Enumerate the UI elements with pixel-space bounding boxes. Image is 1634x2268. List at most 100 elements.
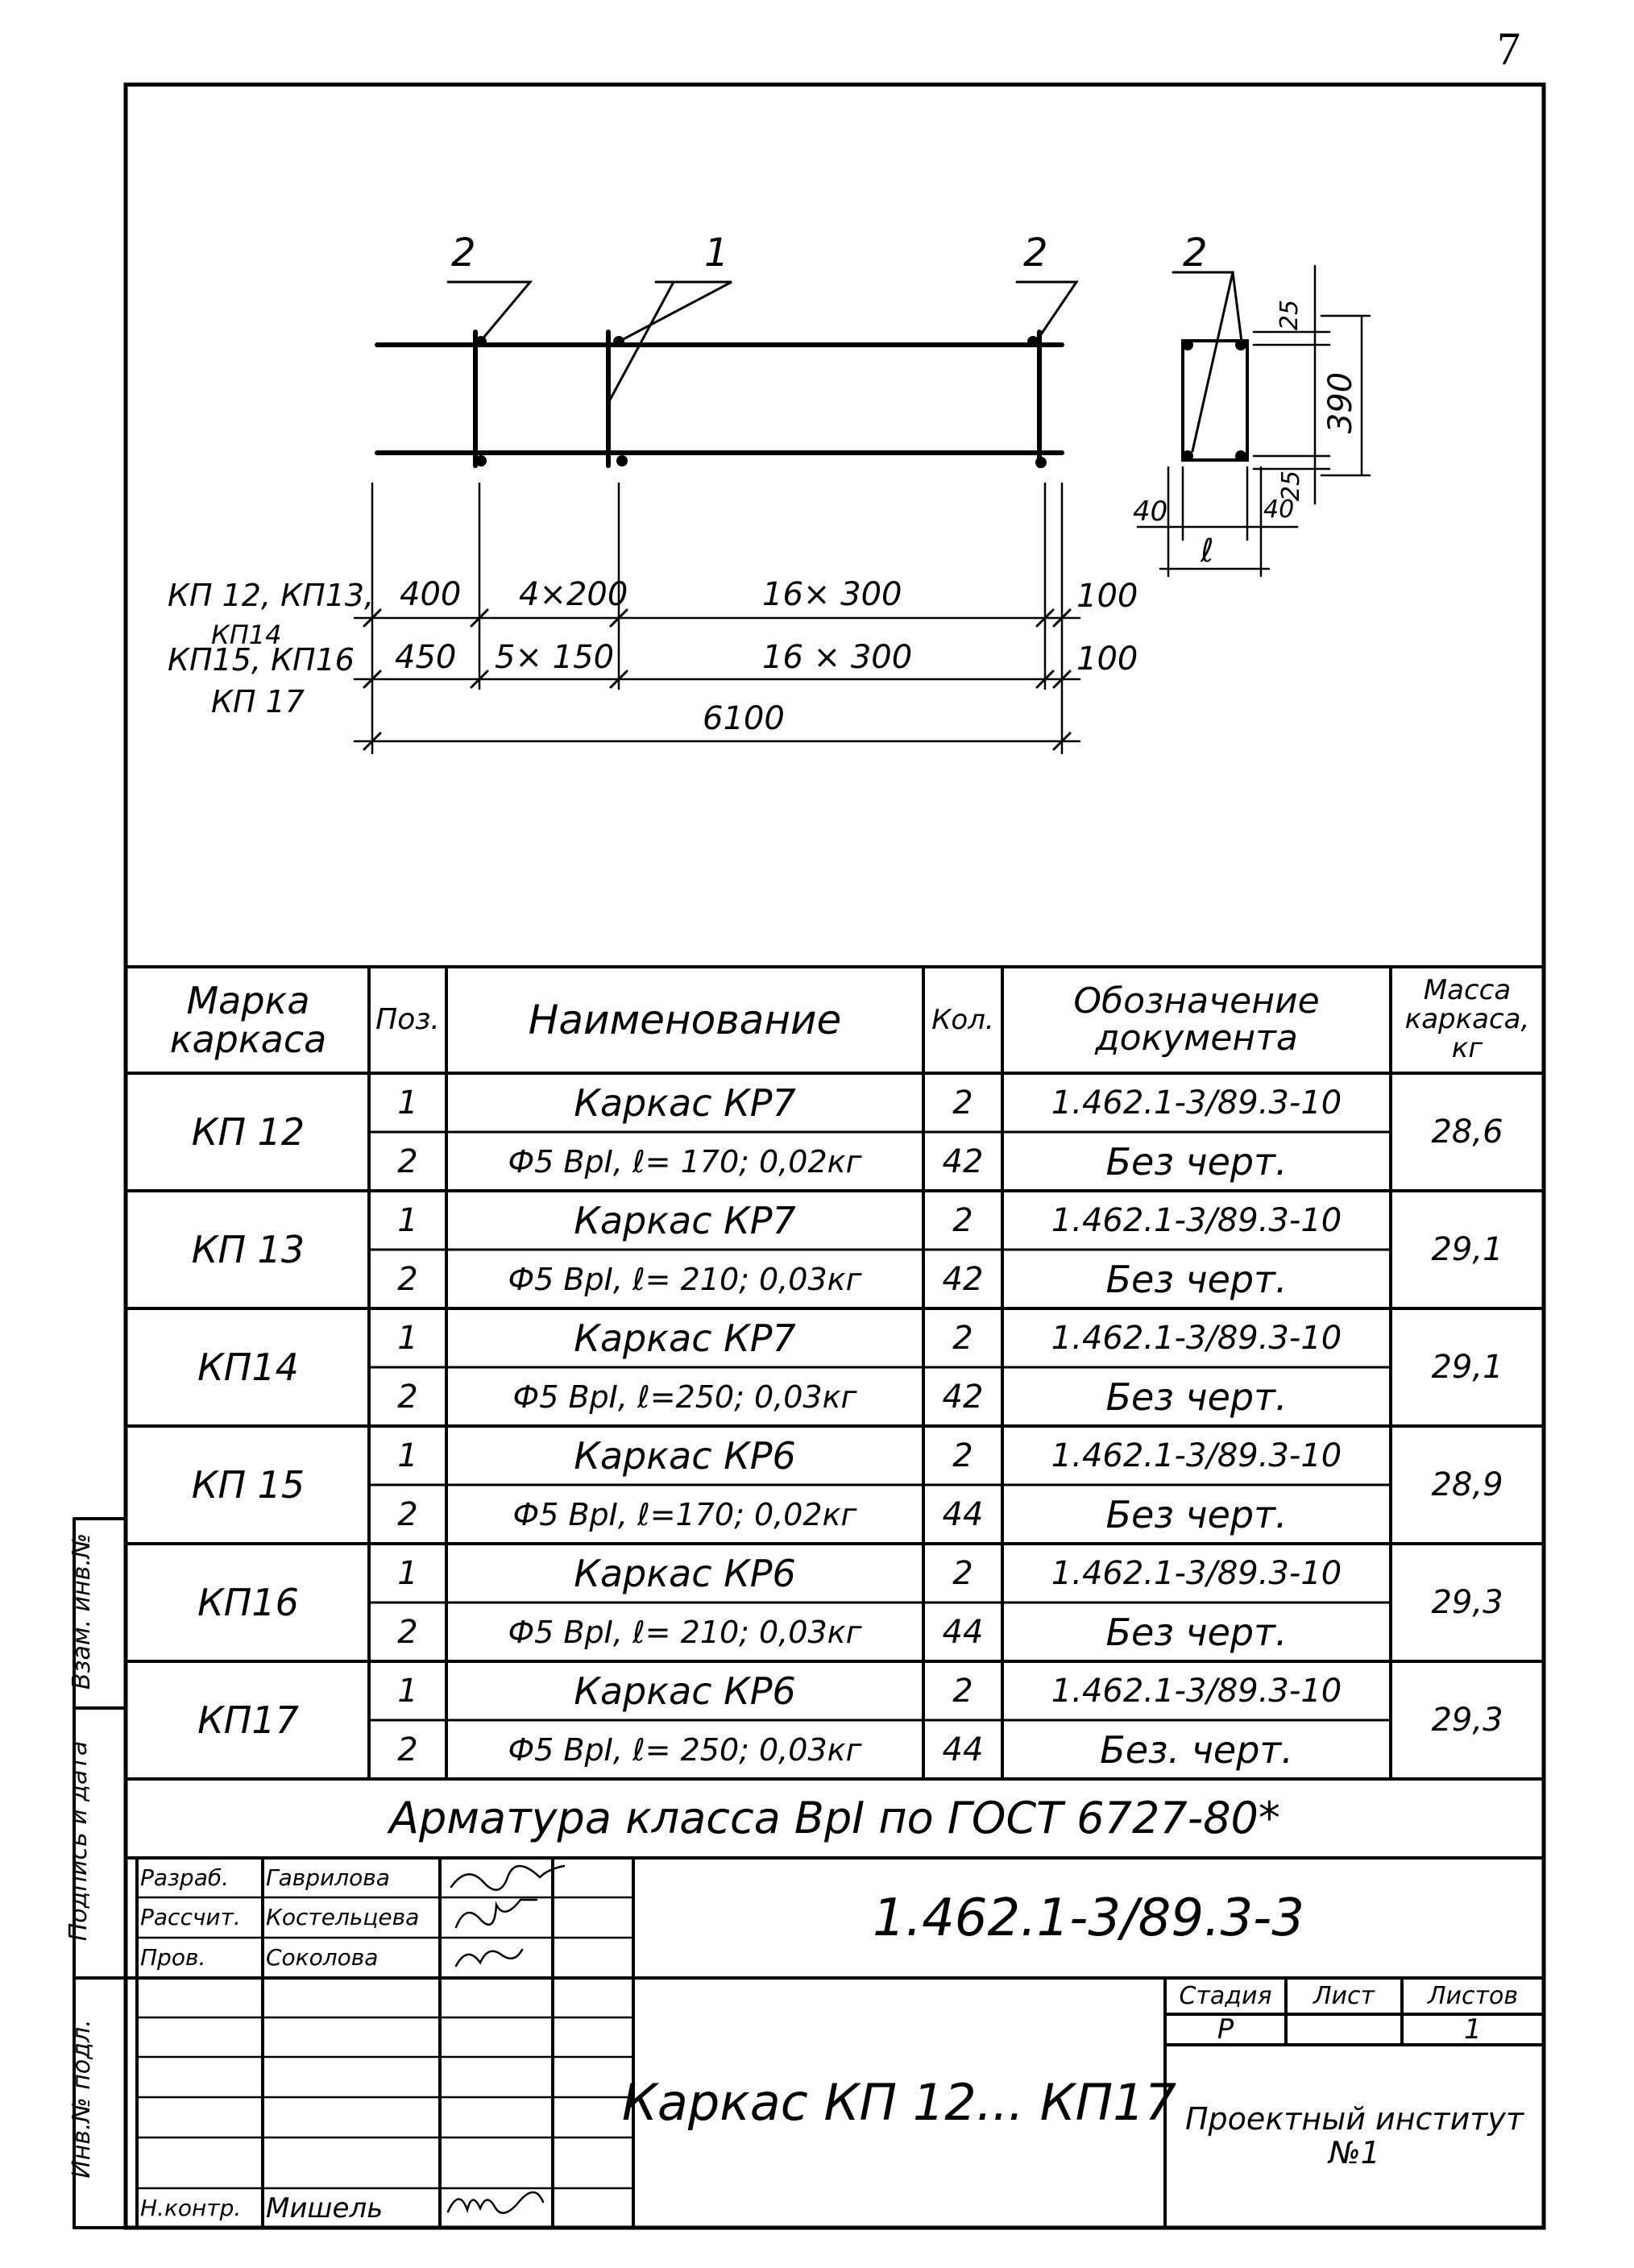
row-qty: 2 bbox=[952, 1319, 973, 1357]
row-pos: 2 bbox=[397, 1731, 418, 1768]
stamp-doc-code: 1.462.1-3/89.3-3 bbox=[873, 1888, 1304, 1948]
dim-row1-seg1: 400 bbox=[400, 576, 462, 613]
row-qty: 42 bbox=[942, 1142, 984, 1180]
header-marka: Марка каркаса bbox=[129, 970, 367, 1070]
stamp-role: Рассчит. bbox=[140, 1904, 241, 1930]
stamp-person bbox=[263, 1978, 443, 2017]
header-name: Наименование bbox=[528, 997, 842, 1043]
stamp-stage-header: Стадия bbox=[1179, 1981, 1272, 2010]
dim-row2-seg3: 16 × 300 bbox=[762, 639, 913, 676]
row-qty: 42 bbox=[942, 1260, 984, 1298]
row-qty: 44 bbox=[942, 1613, 984, 1651]
header-marka-text: Марка каркаса bbox=[169, 978, 327, 1061]
dim-row1-seg3: 16× 300 bbox=[762, 576, 902, 613]
group-mark: КП 13 bbox=[191, 1228, 305, 1271]
leader-pos1 bbox=[617, 280, 732, 343]
row-pos: 2 bbox=[397, 1378, 418, 1416]
group-mass: 28,6 bbox=[1431, 1113, 1503, 1151]
row-pos: 1 bbox=[397, 1672, 418, 1710]
dim-row2-label: КП15, КП16 bbox=[168, 642, 355, 678]
row-doc: 1.462.1-3/89.3-10 bbox=[1051, 1201, 1342, 1239]
group-mark: КП 12 bbox=[191, 1110, 305, 1154]
sheet-frame bbox=[123, 82, 1546, 2230]
section-outline bbox=[1181, 339, 1249, 462]
table-grid bbox=[124, 965, 1545, 1860]
row-name: Ф5 ВрI, ℓ=170; 0,02кг bbox=[512, 1496, 857, 1532]
header-doc-text: Обозначение документа bbox=[1073, 980, 1320, 1059]
row-doc: Без черт. bbox=[1105, 1139, 1288, 1184]
group-mass: 29,1 bbox=[1431, 1231, 1503, 1268]
section-dim-left: 40 bbox=[1133, 495, 1168, 528]
stamp-role: Пров. bbox=[140, 1944, 206, 1971]
stamp-person: Костельцева bbox=[266, 1904, 420, 1930]
stamp-org-text: Проектный институт №1 bbox=[1184, 2100, 1524, 2171]
header-qty: Кол. bbox=[931, 1004, 994, 1036]
header-mass-text: Масса каркаса, кг bbox=[1404, 974, 1530, 1064]
section-dim-right: 40 bbox=[1263, 495, 1295, 524]
row-name: Каркас КР7 bbox=[574, 1316, 796, 1360]
row-qty: 44 bbox=[942, 1495, 984, 1533]
group-mass: 29,1 bbox=[1431, 1349, 1503, 1386]
row-qty: 44 bbox=[942, 1731, 984, 1768]
row-pos: 2 bbox=[397, 1495, 418, 1533]
stamp-org: Проектный институт №1 bbox=[1165, 2045, 1544, 2228]
callout-pos1: 1 bbox=[704, 230, 729, 276]
row-name: Ф5 ВрI, ℓ= 170; 0,02кг bbox=[508, 1143, 862, 1180]
row-pos: 1 bbox=[397, 1084, 418, 1122]
dim-row2-seg2: 5× 150 bbox=[495, 639, 615, 676]
section-dim-top: 25 bbox=[1275, 299, 1304, 331]
row-pos: 2 bbox=[397, 1142, 418, 1180]
row-qty: 2 bbox=[952, 1437, 973, 1474]
row-doc: 1.462.1-3/89.3-10 bbox=[1051, 1319, 1342, 1357]
group-mark: КП 15 bbox=[191, 1463, 305, 1507]
stamp-stage: Р bbox=[1217, 2013, 1234, 2046]
header-doc: Обозначение документа bbox=[1002, 970, 1391, 1070]
row-doc: 1.462.1-3/89.3-10 bbox=[1051, 1672, 1342, 1710]
row-doc: Без черт. bbox=[1105, 1492, 1288, 1536]
dim-row2-end: 100 bbox=[1076, 641, 1138, 678]
callout-pos2-left: 2 bbox=[451, 230, 476, 276]
callout-pos2-right: 2 bbox=[1023, 230, 1048, 276]
dim-row3-label: КП 17 bbox=[211, 684, 305, 719]
dim-row1-end: 100 bbox=[1076, 578, 1138, 615]
row-doc: Без черт. bbox=[1105, 1374, 1288, 1419]
row-pos: 1 bbox=[397, 1319, 418, 1357]
table-note: Арматура класса ВрI по ГОСТ 6727-80* bbox=[389, 1793, 1280, 1843]
stamp-person: Соколова bbox=[266, 1944, 379, 1971]
row-name: Ф5 ВрI, ℓ= 210; 0,03кг bbox=[508, 1614, 862, 1650]
row-pos: 2 bbox=[397, 1260, 418, 1298]
row-doc: 1.462.1-3/89.3-10 bbox=[1051, 1437, 1342, 1474]
stamp-role: Разраб. bbox=[140, 1864, 230, 1891]
stamp-role bbox=[137, 2057, 266, 2097]
group-mass: 29,3 bbox=[1431, 1702, 1503, 1739]
stamp-person: Мишель bbox=[266, 2191, 384, 2224]
side-strip-vzam: Взам. инв.№ bbox=[68, 1532, 96, 1690]
dim-row2-seg1: 450 bbox=[395, 639, 457, 676]
page-number: 7 bbox=[1497, 23, 1520, 75]
stamp-title: Каркас КП 12... КП17 bbox=[621, 2073, 1177, 2132]
group-mark: КП17 bbox=[197, 1698, 299, 1742]
row-name: Каркас КР7 bbox=[574, 1198, 796, 1242]
leader-pos2-right bbox=[1015, 280, 1079, 343]
side-strip-inv: Инв.№ подл. bbox=[68, 2019, 96, 2179]
header-pos: Поз. bbox=[375, 1003, 440, 1036]
leader-pos2-left bbox=[446, 280, 533, 343]
group-mass: 29,3 bbox=[1431, 1584, 1503, 1621]
row-pos: 1 bbox=[397, 1437, 418, 1474]
stamp-grid bbox=[124, 1856, 1545, 2229]
group-mark: КП16 bbox=[197, 1581, 299, 1624]
row-doc: Без черт. bbox=[1105, 1257, 1288, 1301]
dim-row1-seg2: 4×200 bbox=[519, 576, 628, 613]
row-name: Каркас КР6 bbox=[574, 1551, 796, 1595]
row-name: Ф5 ВрI, ℓ=250; 0,03кг bbox=[512, 1379, 857, 1415]
stamp-sheets: 1 bbox=[1464, 2013, 1482, 2046]
row-name: Ф5 ВрI, ℓ= 210; 0,03кг bbox=[508, 1261, 862, 1297]
row-name: Каркас КР6 bbox=[574, 1669, 796, 1713]
header-mass: Масса каркаса, кг bbox=[1391, 970, 1544, 1070]
row-doc: 1.462.1-3/89.3-10 bbox=[1051, 1554, 1342, 1592]
row-qty: 2 bbox=[952, 1554, 973, 1592]
dim-row1-label2: КП14 bbox=[211, 620, 282, 650]
row-pos: 1 bbox=[397, 1201, 418, 1239]
row-name: Ф5 ВрI, ℓ= 250; 0,03кг bbox=[508, 1731, 862, 1768]
row-pos: 2 bbox=[397, 1613, 418, 1651]
